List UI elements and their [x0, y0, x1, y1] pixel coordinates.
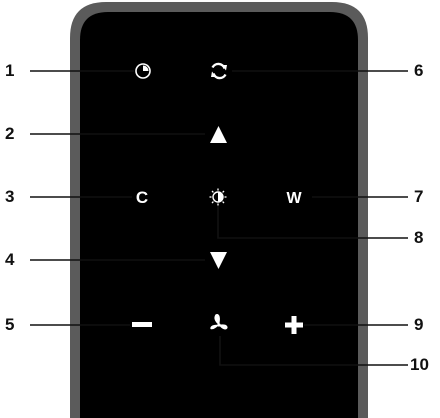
minus-button[interactable] — [132, 322, 152, 327]
cool-button[interactable]: C — [136, 188, 148, 207]
brightness-button[interactable] — [209, 188, 227, 206]
plus-button[interactable] — [285, 316, 303, 334]
fan-icon — [210, 313, 228, 330]
warm-label: W — [286, 190, 302, 207]
down-button[interactable] — [210, 252, 227, 269]
leader-lines — [30, 70, 408, 366]
remote-face — [80, 12, 358, 418]
fan-button[interactable] — [210, 313, 228, 330]
timer-button[interactable] — [135, 63, 151, 79]
callout-2: 2 — [5, 124, 15, 143]
cool-label: C — [136, 188, 148, 207]
clock-icon — [135, 63, 151, 79]
callout-10: 10 — [410, 355, 429, 374]
leader-line-8 — [217, 206, 408, 239]
callout-8: 8 — [414, 228, 424, 247]
callout-5: 5 — [5, 315, 15, 334]
callout-1: 1 — [5, 61, 15, 80]
leader-line-10 — [219, 336, 408, 366]
plus-icon — [285, 316, 303, 334]
triangle-up-icon — [210, 126, 227, 143]
light-icon — [209, 188, 227, 206]
callout-7: 7 — [414, 187, 424, 206]
triangle-down-icon — [210, 252, 227, 269]
callout-3: 3 — [5, 187, 15, 206]
callout-6: 6 — [414, 61, 424, 80]
refresh-icon — [211, 62, 227, 80]
cycle-button[interactable] — [211, 62, 227, 80]
warm-button[interactable]: W — [286, 190, 302, 207]
minus-icon — [132, 322, 152, 327]
up-button[interactable] — [210, 126, 227, 143]
callout-9: 9 — [414, 315, 424, 334]
callout-4: 4 — [5, 250, 15, 269]
